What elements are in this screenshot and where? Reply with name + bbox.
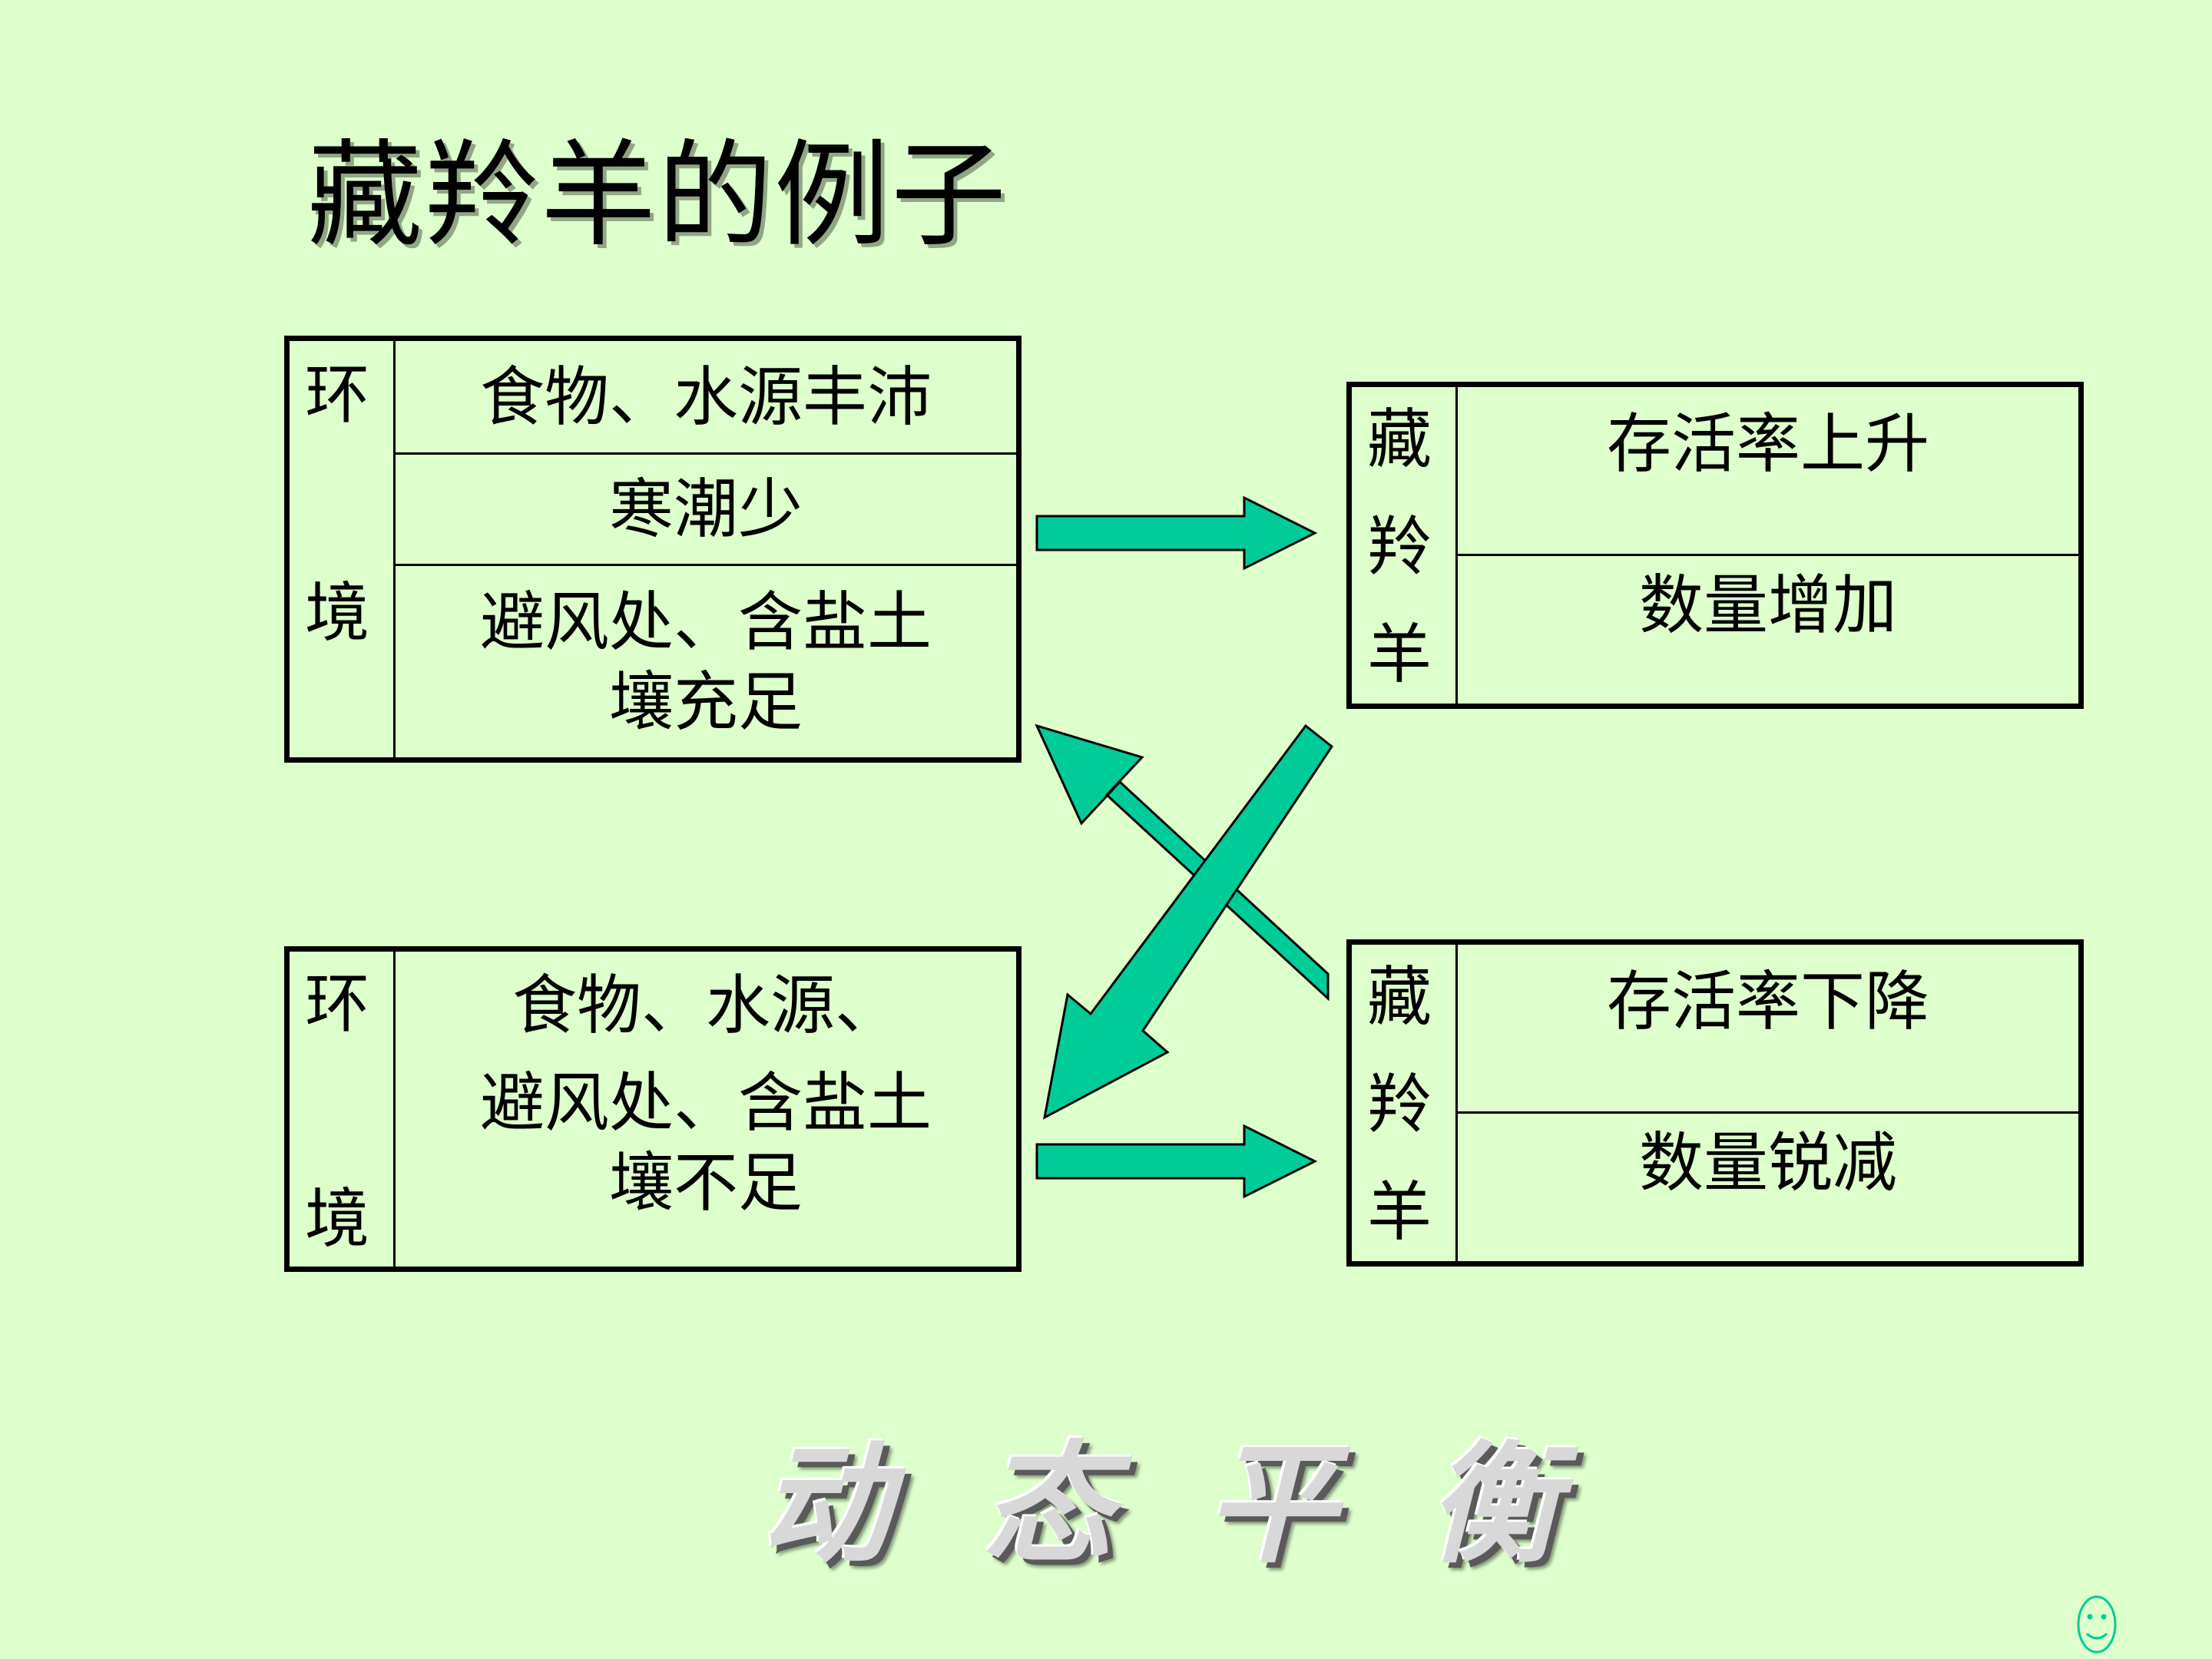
antelope-box-increase: 藏 羚 羊 存活率上升 数量增加	[1346, 382, 2084, 709]
antelope-side-label: 藏 羚 羊	[1352, 945, 1458, 1261]
diagonal-up-left-arrow-icon	[1035, 724, 1330, 1002]
antelope-side-label: 藏 羚 羊	[1352, 387, 1458, 704]
side-char: 藏	[1367, 959, 1432, 1035]
side-char: 羊	[1367, 1174, 1432, 1250]
side-char: 境	[305, 575, 370, 651]
environment-condition-food-water: 食物、水源丰沛	[479, 359, 932, 435]
side-char: 环	[305, 357, 370, 432]
footer-char: 动	[760, 1429, 892, 1581]
smiley-icon[interactable]	[2074, 1594, 2120, 1655]
side-char: 藏	[1367, 402, 1432, 477]
page-title: 藏羚羊的例子	[307, 129, 1008, 263]
population-label: 数量锐减	[1458, 1111, 2078, 1261]
survival-rate-label: 存活率上升	[1606, 406, 1929, 482]
footer-char: 态	[983, 1429, 1114, 1581]
footer-char: 平	[1206, 1429, 1337, 1581]
environment-condition-cold-wave: 寒潮少	[396, 452, 1016, 564]
environment-box-scarce: 环 境 食物、水源、 避风处、含盐土 壤不足	[284, 946, 1022, 1272]
right-arrow-icon	[1035, 495, 1318, 571]
right-arrow-icon	[1035, 1124, 1318, 1199]
environment-condition-shelter-salt: 避风处、含盐土 壤充足	[396, 564, 1016, 757]
footer-char: 衡	[1429, 1429, 1560, 1581]
environment-side-label: 环 境	[290, 952, 396, 1267]
antelope-box-decrease: 藏 羚 羊 存活率下降 数量锐减	[1346, 939, 2084, 1267]
side-char: 境	[305, 1181, 370, 1257]
diagonal-down-left-arrow-icon	[1042, 724, 1334, 1120]
side-char: 羚	[1367, 509, 1432, 584]
side-char: 羊	[1367, 617, 1432, 692]
footer-title: 动 态 平 衡	[760, 1429, 1559, 1582]
environment-condition-shelter-salt: 避风处、含盐土 壤不足	[479, 1065, 932, 1220]
side-char: 羚	[1367, 1067, 1432, 1142]
environment-box-abundant: 环 境 食物、水源丰沛 寒潮少 避风处、含盐土 壤充足	[284, 336, 1022, 763]
population-label: 数量增加	[1458, 554, 2078, 704]
survival-rate-label: 存活率下降	[1606, 964, 1929, 1039]
environment-condition-food-water: 食物、水源、	[512, 968, 899, 1043]
environment-side-label: 环 境	[290, 341, 396, 757]
side-char: 环	[305, 966, 370, 1041]
